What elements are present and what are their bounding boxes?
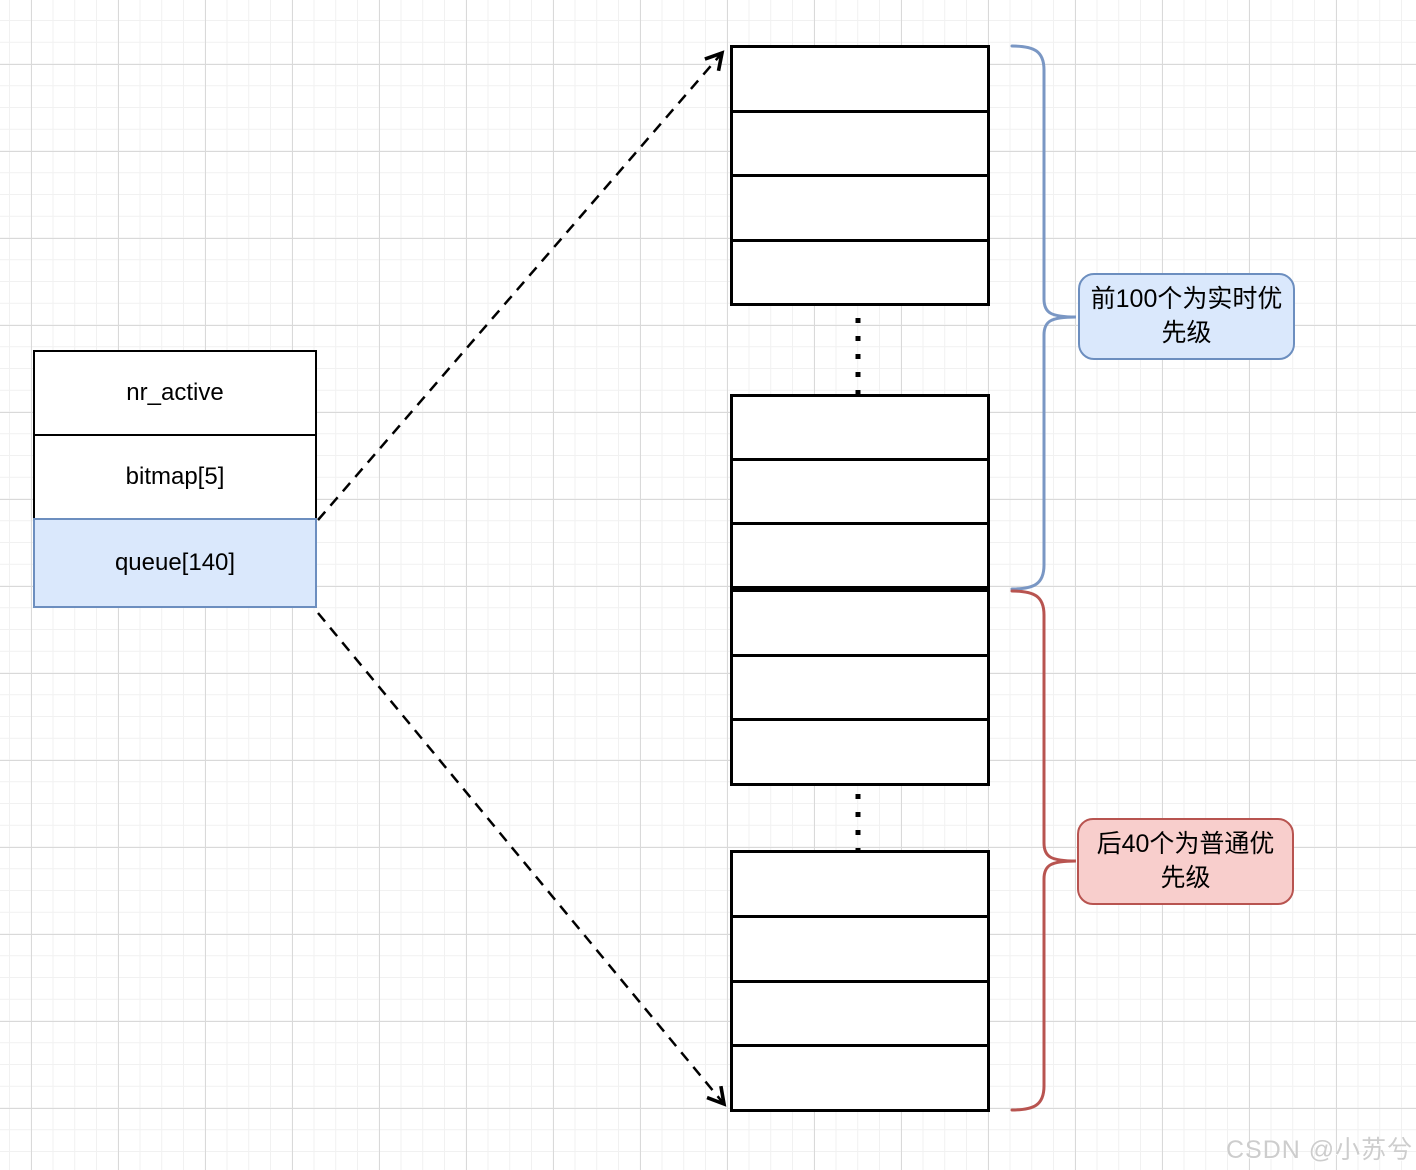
queue-cell — [733, 397, 987, 461]
struct-row-label: bitmap[5] — [125, 463, 225, 490]
queue-cell — [733, 853, 987, 918]
queue-group-1 — [730, 45, 990, 306]
normal-priority-note-text: 后40个为普通优先级 — [1096, 829, 1275, 892]
queue-cell — [733, 657, 987, 722]
realtime-priority-note-text: 前100个为实时优先级 — [1090, 284, 1283, 347]
priority-array-struct: nr_active bitmap[5] queue[140] — [33, 350, 317, 608]
queue-group-4 — [730, 850, 990, 1112]
queue-group-3 — [730, 589, 990, 786]
queue-cell — [733, 461, 987, 525]
brace-realtime — [1010, 44, 1077, 591]
watermark-text: CSDN @小苏兮 — [1226, 1136, 1414, 1164]
queue-cell — [733, 242, 987, 304]
struct-row-queue: queue[140] — [33, 518, 317, 608]
normal-priority-note: 后40个为普通优先级 — [1077, 818, 1294, 905]
queue-cell — [733, 525, 987, 586]
queue-cell — [733, 177, 987, 242]
queue-cell — [733, 592, 987, 657]
brace-normal — [1010, 589, 1077, 1112]
queue-group-2 — [730, 394, 990, 589]
realtime-priority-note: 前100个为实时优先级 — [1078, 273, 1295, 360]
struct-row-bitmap: bitmap[5] — [33, 434, 317, 520]
queue-cell — [733, 1047, 987, 1109]
queue-cell — [733, 721, 987, 783]
queue-cell — [733, 983, 987, 1048]
struct-row-label: queue[140] — [114, 549, 236, 576]
struct-row-label: nr_active — [126, 379, 224, 406]
queue-cell — [733, 113, 987, 177]
dashed-connector-top — [317, 50, 725, 521]
queue-cell — [733, 918, 987, 983]
dashed-connector-bottom — [317, 612, 727, 1107]
queue-cell — [733, 48, 987, 113]
struct-row-nr-active: nr_active — [33, 350, 317, 436]
